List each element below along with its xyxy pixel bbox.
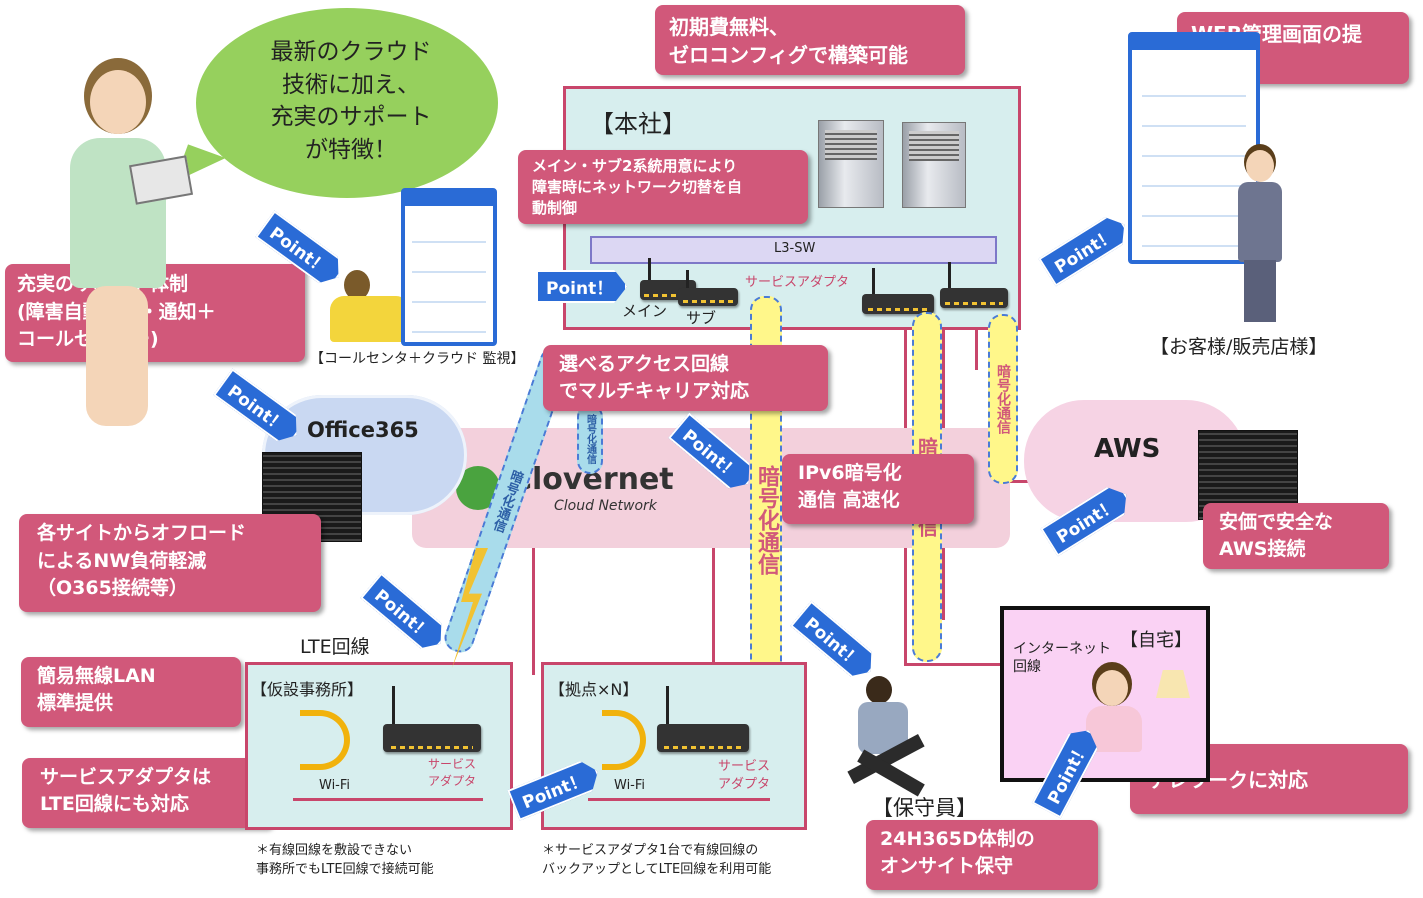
callout-lte-adapter: サービスアダプタは LTE回線にも対応 [22,758,272,828]
tablet [128,155,194,205]
temp-line [532,540,535,675]
point-badge: Point！ [1038,210,1133,286]
legs [86,286,148,426]
service-adapter-hq-label: サービスアダプタ [745,275,850,290]
antenna [948,262,951,290]
callcenter-tablet [401,188,497,346]
body [330,296,410,342]
head [1096,670,1128,706]
antenna [648,258,651,284]
head [90,70,146,134]
internet-label: インターネット 回線 [1013,641,1111,676]
router-hq-4 [940,288,1008,308]
temp-office-zone [245,662,513,830]
office365-label: Office365 [307,418,419,442]
callout-offload: 各サイトからオフロード によるNW負荷軽減 （O365接続等） [19,514,321,612]
temp-office-label: 【仮設事務所】 [251,680,364,699]
callout-access-line: 選べるアクセス回線 でマルチキャリア対応 [543,345,828,411]
server-1 [818,120,884,208]
antenna [666,686,669,726]
note2: ＊サービスアダプタ1台で有線回線の バックアップとしてLTE回線を利用可能 [542,843,772,877]
callout-ipv6: IPv6暗号化 通信 高速化 [782,454,974,524]
antenna [872,268,875,296]
base-line [712,540,715,670]
head [866,676,892,704]
wifi1-label: Wi-Fi [319,778,351,793]
antenna [686,270,689,290]
l3-switch-label: L3-SW [774,241,816,256]
l3-switch [590,236,997,264]
callout-init-cost: 初期費無料、 ゼロコンフィグで構築可能 [655,5,965,75]
aws-label: AWS [1094,434,1161,464]
legs [1244,260,1276,322]
home-line [904,663,1000,666]
callout-dual: メイン・サブ2系統用意により 障害時にネットワーク切替を自 動制御 [518,150,808,224]
home-label: 【自宅】 [1120,630,1192,651]
customer-label: 【お客様/販売店様】 [1150,336,1328,358]
customer-man [1230,150,1290,325]
clovernet-sub: Cloud Network [554,498,657,514]
sa1-label: サービス アダプタ [428,757,477,788]
head [1246,150,1274,182]
lte-line-label: LTE回線 [300,636,370,658]
speech-bubble [196,8,498,198]
router-base [657,724,749,752]
speech-text: 最新のクラウド 技術に加え、 充実のサポート が特徴！ [270,39,432,163]
main-label: メイン [622,302,668,320]
wifi2-label: Wi-Fi [614,778,646,793]
sub-label: サブ [686,309,717,327]
temp-floor-line [293,798,483,801]
sa2-label: サービス アダプタ [718,759,771,793]
router-hq-3 [862,294,934,314]
antenna [392,686,395,726]
encrypt-tube-aws: 暗号化通信 [988,314,1018,484]
server-2 [902,122,966,208]
callout-wlan: 簡易無線LAN 標準提供 [21,657,241,727]
note1: ＊有線回線を敷設できない 事務所でもLTE回線で接続可能 [256,843,434,877]
operator [330,266,420,346]
presenter-woman [40,60,194,480]
encrypt-tube-small: 暗号化通信 [577,404,603,474]
body [1238,182,1282,262]
callout-onsite: 24H365D体制の オンサイト保守 [866,820,1098,890]
router-temp [383,724,481,752]
base-floor-line [588,798,770,801]
base-label: 【拠点×N】 [549,680,639,699]
wifi-icon-1 [300,710,350,770]
wifi-icon-2 [602,710,646,770]
callcenter-label: 【コールセンタ＋クラウド 監視】 [310,351,525,367]
head [344,270,370,300]
maint-label: 【保守員】 [872,796,977,820]
maintenance-man [836,676,946,816]
point-badge: Point！ [536,270,628,303]
point-badge: Point！ [360,573,451,657]
router-sub [678,288,738,306]
hq-label: 【本社】 [590,110,686,138]
callout-aws-conn: 安価で安全な AWS接続 [1203,503,1389,569]
